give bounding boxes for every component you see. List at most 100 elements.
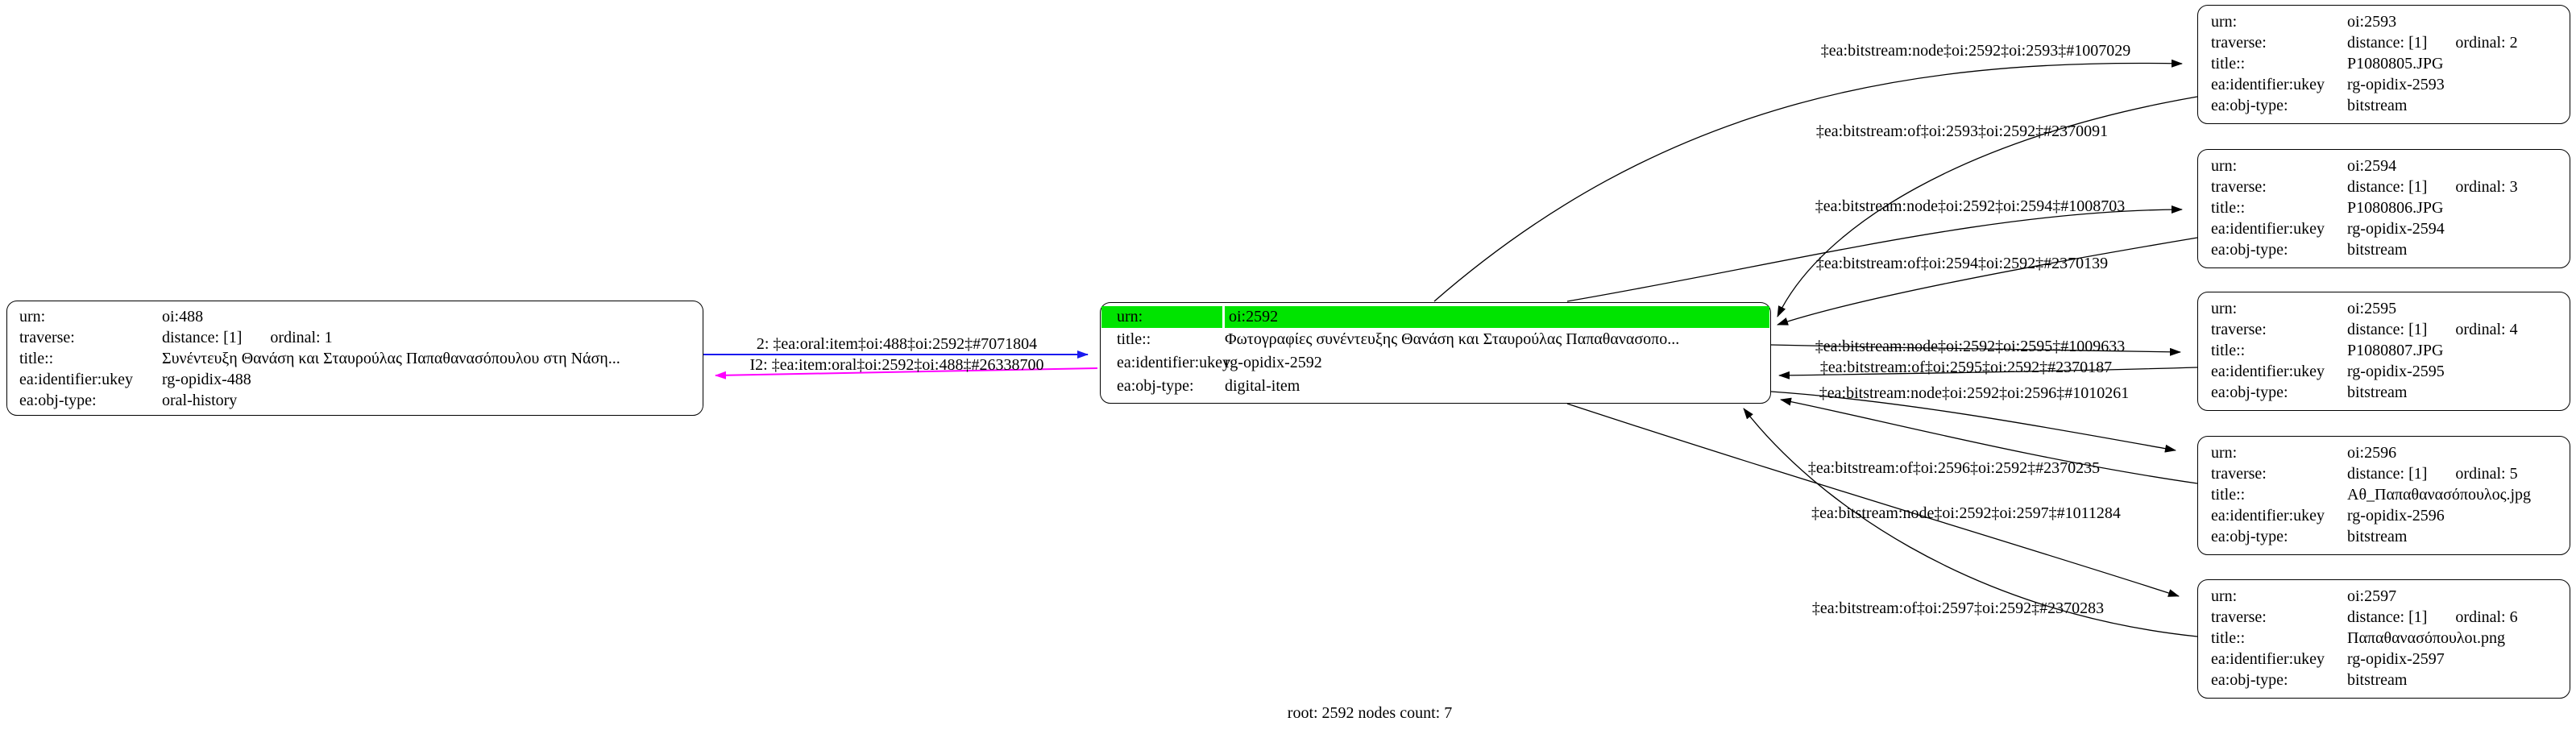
row-value: distance: [1] [162, 329, 243, 346]
row-key: title:: [2211, 55, 2246, 73]
node-oi-2596[interactable]: urn: oi:2596 traverse: distance: [1] ord… [2197, 436, 2570, 555]
row-value-ordinal: ordinal: 1 [270, 329, 333, 346]
node-row-title: title:: P1080806.JPG [2198, 197, 2570, 218]
row-value: rg-opidix-2592 [1225, 354, 1322, 371]
edge-item-oral [715, 367, 1098, 379]
row-key: ea:obj-type: [2211, 384, 2288, 401]
row-key: traverse: [2211, 321, 2267, 338]
row-key: ea:identifier:ukey [19, 371, 134, 388]
node-row-objtype: ea:obj-type: bitstream [2198, 670, 2570, 690]
row-value: distance: [1] [2347, 465, 2428, 483]
node-row-identifier: ea:identifier:ukey rg-opidix-2596 [2198, 505, 2570, 526]
node-row-identifier: ea:identifier:ukey rg-opidix-2592 [1101, 351, 1770, 375]
row-key: ea:identifier:ukey [2211, 220, 2325, 238]
row-key: title:: [19, 350, 54, 367]
node-row-identifier: ea:identifier:ukey rg-opidix-2594 [2198, 218, 2570, 239]
node-row-urn: urn: oi:2597 [2198, 586, 2570, 607]
node-row-urn-highlighted: urn: oi:2592 [1101, 306, 1769, 328]
row-value: Συνέντευξη Θανάση και Σταυρούλας Παπαθαν… [162, 350, 620, 367]
edge-bitstream-of-2595 [1778, 367, 2198, 379]
row-value: rg-opidix-488 [162, 371, 251, 388]
node-row-urn: urn: oi:488 [7, 306, 703, 327]
row-value: Φωτογραφίες συνέντευξης Θανάση και Σταυρ… [1225, 330, 1680, 348]
row-key: ea:identifier:ukey [1117, 354, 1231, 371]
edge-label-bitstream-node-2595: ‡ea:bitstream:node‡oi:2592‡oi:2595‡#1009… [1815, 338, 2126, 355]
row-key: ea:identifier:ukey [2211, 363, 2325, 380]
node-row-objtype: ea:obj-type: bitstream [2198, 526, 2570, 547]
row-value: distance: [1] [2347, 34, 2428, 52]
row-value: rg-opidix-2597 [2347, 650, 2445, 668]
row-key: traverse: [19, 329, 75, 346]
row-value-ordinal: ordinal: 5 [2455, 465, 2518, 483]
row-key: urn: [19, 308, 46, 326]
node-row-urn: urn: oi:2593 [2198, 11, 2570, 32]
edge-label-bitstream-node-2594: ‡ea:bitstream:node‡oi:2592‡oi:2594‡#1008… [1815, 197, 2126, 215]
row-key: ea:obj-type: [2211, 241, 2288, 259]
row-value: distance: [1] [2347, 178, 2428, 196]
node-oi-488[interactable]: urn: oi:488 traverse: distance: [1] ordi… [6, 301, 703, 416]
row-value: bitstream [2347, 384, 2408, 401]
edge-label-bitstream-of-2593: ‡ea:bitstream:of‡oi:2593‡oi:2592‡#237009… [1815, 122, 2109, 140]
row-key: traverse: [2211, 465, 2267, 483]
node-row-title: title:: Συνέντευξη Θανάση και Σταυρούλας… [7, 348, 703, 369]
node-row-traverse: traverse: distance: [1] ordinal: 4 [2198, 319, 2570, 340]
row-value: bitstream [2347, 241, 2408, 259]
edge-bitstream-of-2597 [1743, 408, 2198, 637]
edge-bitstream-of-2596 [1780, 397, 2198, 484]
node-row-urn: urn: oi:2595 [2198, 298, 2570, 319]
row-key: urn: [2211, 444, 2238, 462]
row-value: oi:2593 [2347, 13, 2397, 31]
row-key: ea:obj-type: [1117, 377, 1194, 395]
node-oi-2594[interactable]: urn: oi:2594 traverse: distance: [1] ord… [2197, 149, 2570, 268]
row-value: rg-opidix-2594 [2347, 220, 2445, 238]
node-row-identifier: ea:identifier:ukey rg-opidix-2595 [2198, 361, 2570, 382]
node-row-traverse: traverse: distance: [1] ordinal: 1 [7, 327, 703, 348]
row-key: traverse: [2211, 178, 2267, 196]
node-oi-2595[interactable]: urn: oi:2595 traverse: distance: [1] ord… [2197, 292, 2570, 411]
node-row-objtype: ea:obj-type: bitstream [2198, 95, 2570, 116]
node-row-objtype: ea:obj-type: bitstream [2198, 382, 2570, 403]
edge-bitstream-of-2593 [1777, 96, 2198, 317]
edge-label-bitstream-of-2595: ‡ea:bitstream:of‡oi:2595‡oi:2592‡#237018… [1819, 359, 2113, 376]
node-oi-2592-root[interactable]: urn: oi:2592 title:: Φωτογραφίες συνέντε… [1100, 302, 1771, 404]
node-oi-2597[interactable]: urn: oi:2597 traverse: distance: [1] ord… [2197, 579, 2570, 699]
node-row-objtype: ea:obj-type: bitstream [2198, 239, 2570, 260]
node-row-identifier: ea:identifier:ukey rg-opidix-2597 [2198, 649, 2570, 670]
row-key: title:: [2211, 629, 2246, 647]
row-value: oi:2592 [1225, 306, 1769, 328]
row-value: P1080807.JPG [2347, 342, 2444, 359]
edge-label-bitstream-of-2597: ‡ea:bitstream:of‡oi:2597‡oi:2592‡#237028… [1811, 599, 2105, 617]
row-value: rg-opidix-2593 [2347, 76, 2445, 93]
row-value: oi:2597 [2347, 587, 2397, 605]
row-key: ea:obj-type: [2211, 528, 2288, 545]
row-key: ea:obj-type: [2211, 97, 2288, 114]
row-value-ordinal: ordinal: 3 [2455, 178, 2518, 196]
row-value: distance: [1] [2347, 321, 2428, 338]
row-key: title:: [1117, 330, 1151, 348]
row-value: P1080805.JPG [2347, 55, 2444, 73]
row-value: oi:2594 [2347, 157, 2397, 175]
graph-footer-summary: root: 2592 nodes count: 7 [1287, 704, 1453, 722]
row-key: title:: [2211, 486, 2246, 504]
node-oi-2593[interactable]: urn: oi:2593 traverse: distance: [1] ord… [2197, 5, 2570, 124]
edge-bitstream-node-2595 [1770, 344, 2181, 356]
row-value: bitstream [2347, 671, 2408, 689]
node-row-traverse: traverse: distance: [1] ordinal: 3 [2198, 176, 2570, 197]
row-key: urn: [2211, 13, 2238, 31]
edge-bitstream-node-2596 [1770, 391, 2176, 453]
node-row-title: title:: Παπαθανασόπουλοι.png [2198, 628, 2570, 649]
row-key: urn: [1101, 306, 1222, 328]
row-value: Αθ_Παπαθανασόπουλος.jpg [2347, 486, 2532, 504]
edge-bitstream-node-2594 [1566, 205, 2183, 302]
row-key: ea:obj-type: [19, 392, 97, 409]
row-value-ordinal: ordinal: 4 [2455, 321, 2518, 338]
node-row-traverse: traverse: distance: [1] ordinal: 5 [2198, 463, 2570, 484]
edge-label-bitstream-of-2594: ‡ea:bitstream:of‡oi:2594‡oi:2592‡#237013… [1815, 255, 2109, 272]
row-value-ordinal: ordinal: 6 [2455, 608, 2518, 626]
row-value-ordinal: ordinal: 2 [2455, 34, 2518, 52]
node-row-identifier: ea:identifier:ukey rg-opidix-2593 [2198, 74, 2570, 95]
row-value: oi:2595 [2347, 300, 2397, 317]
row-key: urn: [2211, 587, 2238, 605]
row-key: urn: [2211, 300, 2238, 317]
